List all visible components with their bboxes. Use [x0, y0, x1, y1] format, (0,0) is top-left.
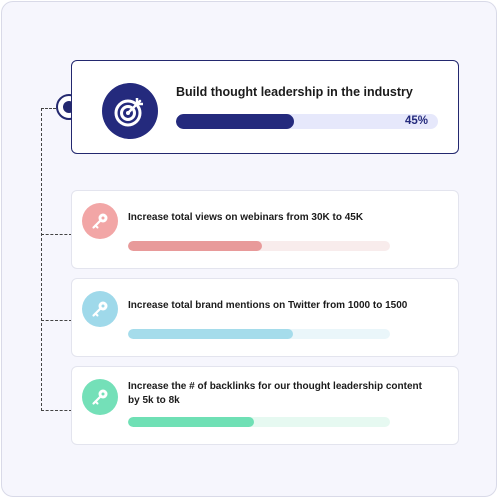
key-result-card[interactable]: Increase total views on webinars from 30… [71, 190, 459, 269]
tree-connector-kr-1 [41, 234, 72, 235]
tree-connector-kr-2 [41, 320, 72, 321]
key-result-title: Increase total views on webinars from 30… [128, 212, 364, 223]
tree-connector-goal [41, 108, 56, 109]
goal-title: Build thought leadership in the industry [176, 85, 413, 99]
key-result-progress-bar [128, 241, 390, 251]
goal-progress-label: 45% [404, 115, 428, 127]
goal-progress-fill [176, 114, 294, 129]
tree-connector [41, 108, 42, 411]
key-result-title: Increase the # of backlinks for our thou… [128, 381, 422, 406]
key-result-progress-bar [128, 329, 390, 339]
goal-progress-bar: 45% [176, 114, 438, 129]
key-result-progress-fill [128, 417, 254, 427]
key-icon [82, 203, 118, 239]
tree-connector-kr-3 [41, 410, 72, 411]
key-result-progress-fill [128, 329, 294, 339]
key-result-card[interactable]: Increase total brand mentions on Twitter… [71, 278, 459, 357]
key-result-card[interactable]: Increase the # of backlinks for our thou… [71, 366, 459, 445]
key-result-progress-fill [128, 241, 262, 251]
key-result-title: Increase total brand mentions on Twitter… [128, 300, 408, 311]
key-icon [82, 291, 118, 327]
key-result-progress-bar [128, 417, 390, 427]
key-icon [82, 379, 118, 415]
goal-card[interactable]: Build thought leadership in the industry… [71, 60, 459, 154]
target-icon [102, 83, 158, 139]
